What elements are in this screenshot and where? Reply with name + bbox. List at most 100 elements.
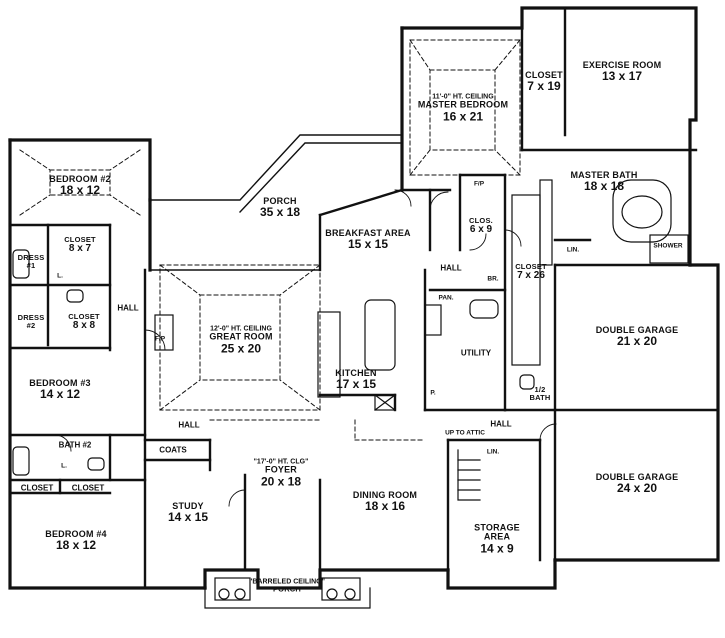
room-exercise: EXERCISE ROOM 13 x 17	[582, 59, 662, 83]
room-great-room-note: 12'-0" HT. CEILING	[210, 325, 272, 333]
room-master-bedroom: 11'-0" HT. CEILING MASTER BEDROOM 16 x 2…	[418, 93, 508, 122]
room-bedroom3-dims: 14 x 12	[39, 387, 81, 402]
tag-pan: PAN.	[438, 294, 454, 302]
interior-walls	[8, 6, 720, 590]
room-master-bedroom-dims: 16 x 21	[442, 109, 484, 124]
room-dining-dims: 18 x 16	[364, 499, 406, 514]
room-kitchen-dims: 17 x 15	[335, 377, 377, 392]
room-storage-name: STORAGE	[474, 522, 520, 533]
room-dress1: DRESS #1	[18, 254, 45, 270]
room-bedroom2: BEDROOM #2 18 x 12	[49, 173, 111, 198]
room-bedroom4: BEDROOM #4 18 x 12	[45, 528, 107, 553]
tag-lin-top: LIN.	[566, 246, 580, 254]
room-bedroom4-dims: 18 x 12	[55, 538, 97, 553]
room-kitchen-name: KITCHEN	[335, 367, 377, 378]
tag-up-to-attic: UP TO ATTIC	[445, 429, 485, 437]
room-garage-double2-name: DOUBLE GARAGE	[595, 471, 679, 482]
tag-fp-left: F/P	[154, 335, 166, 343]
room-closet-mb: CLOSET 7 x 19	[525, 69, 563, 94]
room-foyer-note: "17'-0" HT. CLG"	[253, 458, 309, 466]
room-storage-sub: AREA	[483, 531, 511, 542]
tag-coats: COATS	[159, 445, 187, 455]
room-master-bedroom-note: 11'-0" HT. CEILING	[432, 93, 494, 101]
room-master-bath-dims: 18 x 18	[583, 179, 625, 194]
room-foyer-name: FOYER	[264, 464, 298, 475]
room-closet-mb-name: CLOSET	[525, 69, 563, 80]
tag-fp-top: F/P	[473, 180, 485, 188]
room-study: STUDY 14 x 15	[167, 500, 209, 525]
room-porch-rear-dims: 35 x 18	[259, 205, 301, 220]
tag-bath2: BATH #2	[58, 440, 92, 450]
room-bedroom2-name: BEDROOM #2	[49, 173, 111, 184]
room-closet-hall: CLOSET 7 x 26	[515, 261, 547, 281]
rear-porch-outline	[149, 134, 403, 271]
room-study-name: STUDY	[172, 500, 204, 511]
tag-p: P.	[430, 389, 436, 397]
room-great-room-name: GREAT ROOM	[209, 331, 273, 342]
room-porch-front-note: "BARRELED CEILING"	[249, 578, 325, 586]
room-porch-front: "BARRELED CEILING" PORCH	[249, 578, 325, 593]
room-dress2-sub: #2	[26, 321, 36, 330]
room-breakfast-dims: 15 x 15	[347, 237, 389, 252]
room-study-dims: 14 x 15	[167, 510, 209, 525]
fixtures	[12, 179, 689, 609]
room-great-room: 12'-0" HT. CEILING GREAT ROOM 25 x 20	[209, 325, 272, 354]
room-clos-dims: 6 x 9	[469, 223, 493, 235]
door-swings	[54, 189, 557, 507]
tag-br: BR.	[487, 275, 499, 283]
room-half-bath: 1/2 BATH	[529, 386, 550, 402]
room-kitchen: KITCHEN 17 x 15	[335, 367, 377, 392]
room-master-bath-name: MASTER BATH	[570, 169, 638, 180]
tag-shower: SHOWER	[653, 242, 683, 250]
room-closet-hall-name: CLOSET	[515, 261, 547, 271]
room-dress1-sub: #1	[26, 261, 36, 270]
room-closet-b3-name: CLOSET	[68, 311, 100, 321]
ceiling-dashes	[19, 39, 521, 441]
room-closet-b2-name: CLOSET	[64, 234, 96, 244]
tag-lin-low: LIN.	[486, 448, 500, 456]
room-dress1-name: DRESS	[17, 253, 45, 263]
room-master-bedroom-name: MASTER BEDROOM	[417, 99, 509, 110]
room-foyer-dims: 20 x 18	[260, 474, 302, 489]
room-closet-mb-dims: 7 x 19	[527, 79, 561, 94]
tag-l2: L.	[61, 462, 67, 470]
room-bedroom4-name: BEDROOM #4	[45, 528, 107, 539]
room-half-bath-name: 1/2	[534, 385, 546, 395]
room-porch-rear-name: PORCH	[263, 195, 297, 206]
room-breakfast: BREAKFAST AREA 15 x 15	[325, 227, 411, 252]
room-storage: STORAGE AREA 14 x 9	[474, 522, 520, 556]
room-storage-dims: 14 x 9	[480, 541, 514, 556]
room-clos: CLOS. 6 x 9	[469, 215, 493, 235]
room-garage-double1: DOUBLE GARAGE 21 x 20	[596, 325, 679, 349]
room-dress2: DRESS #2	[18, 314, 45, 330]
room-master-bath: MASTER BATH 18 x 18	[570, 169, 638, 194]
tag-hall-left: HALL	[117, 303, 139, 313]
room-dining: DINING ROOM 18 x 16	[352, 489, 418, 514]
tag-hall-upper: HALL	[440, 263, 462, 273]
room-porch-rear: PORCH 35 x 18	[259, 195, 301, 220]
room-bedroom2-dims: 18 x 12	[59, 183, 101, 198]
exterior-walls	[8, 6, 720, 590]
tag-utility: UTILITY	[460, 348, 492, 358]
room-closet-b3-dims: 8 x 8	[72, 319, 96, 331]
tag-hall-right: HALL	[490, 419, 512, 429]
tag-closet-a: CLOSET	[20, 483, 54, 493]
room-closet-b2-dims: 8 x 7	[68, 242, 92, 254]
room-foyer: "17'-0" HT. CLG" FOYER 20 x 18	[254, 458, 309, 487]
room-great-room-dims: 25 x 20	[220, 341, 262, 356]
tag-closet-b: CLOSET	[71, 483, 105, 493]
room-clos-name: CLOS.	[469, 215, 493, 225]
room-dining-name: DINING ROOM	[352, 489, 418, 500]
room-closet-hall-dims: 7 x 26	[517, 269, 545, 281]
tag-l1: L.	[57, 272, 63, 280]
room-exercise-name: EXERCISE ROOM	[582, 59, 662, 70]
room-porch-front-name: PORCH	[272, 584, 302, 594]
room-closet-b3: CLOSET 8 x 8	[68, 311, 100, 331]
room-dress2-name: DRESS	[17, 313, 45, 323]
room-bedroom3-name: BEDROOM #3	[29, 377, 91, 388]
room-garage-double1-dims: 21 x 20	[616, 334, 658, 349]
room-breakfast-name: BREAKFAST AREA	[325, 227, 411, 238]
room-half-bath-sub: BATH	[529, 393, 551, 402]
